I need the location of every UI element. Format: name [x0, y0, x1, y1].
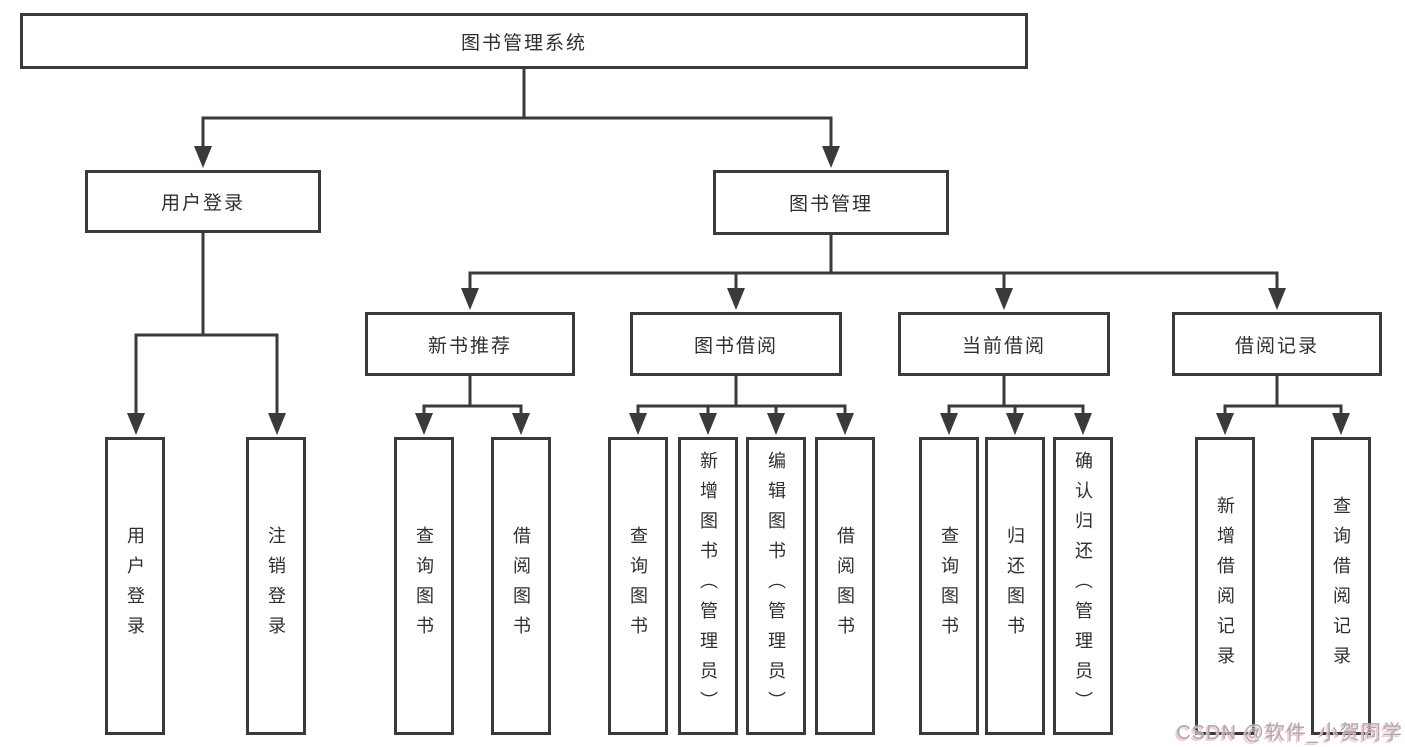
leaf-logout: 注销登录 — [246, 437, 306, 735]
node-book-borrowing: 图书借阅 — [630, 312, 842, 376]
leaf-edit-books-admin: 编辑图书（管理员） — [746, 437, 806, 735]
node-new-book-recommend-label: 新书推荐 — [427, 335, 512, 357]
node-new-book-recommend: 新书推荐 — [365, 312, 575, 376]
leaf-add-borrow-record: 新增借阅记录 — [1195, 437, 1255, 735]
leaf-add-books-admin: 新增图书（管理员） — [678, 437, 738, 735]
leaf-query-books-borrowing: 查询图书 — [608, 437, 668, 735]
node-current-borrowing: 当前借阅 — [898, 312, 1110, 376]
leaf-confirm-return-admin: 确认归还（管理员） — [1053, 437, 1113, 735]
node-user-login: 用户登录 — [85, 170, 321, 233]
arrowheads — [127, 146, 1350, 435]
csdn-watermark: CSDN @软件_小贺同学 — [1176, 722, 1403, 744]
node-user-login-label: 用户登录 — [160, 193, 245, 214]
leaf-query-borrow-record: 查询借阅记录 — [1311, 437, 1371, 735]
node-borrow-records: 借阅记录 — [1172, 312, 1382, 376]
node-book-management: 图书管理 — [713, 170, 949, 235]
node-borrow-records-label: 借阅记录 — [1234, 335, 1319, 357]
node-book-borrowing-label: 图书借阅 — [693, 335, 778, 357]
node-book-management-label: 图书管理 — [788, 194, 873, 215]
leaf-borrow-books-recommend: 借阅图书 — [491, 437, 551, 735]
leaf-query-books-recommend: 查询图书 — [394, 437, 454, 735]
node-root: 图书管理系统 — [20, 13, 1028, 69]
node-root-label: 图书管理系统 — [460, 32, 587, 54]
node-current-borrowing-label: 当前借阅 — [961, 335, 1046, 357]
leaf-return-books: 归还图书 — [985, 437, 1045, 735]
leaf-user-login: 用户登录 — [105, 437, 165, 735]
leaf-borrow-books-borrowing: 借阅图书 — [815, 437, 875, 735]
leaf-query-books-current: 查询图书 — [919, 437, 979, 735]
